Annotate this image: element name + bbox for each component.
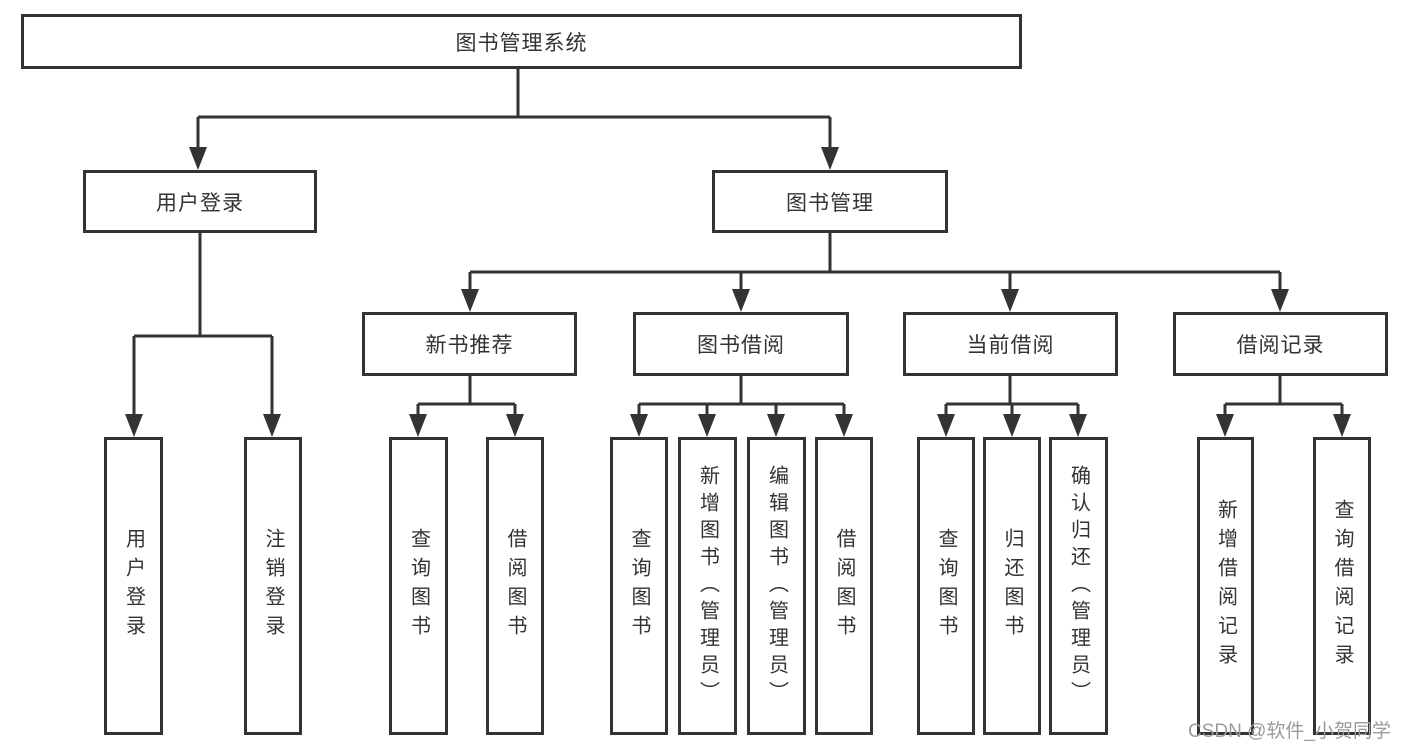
leaf-edit-books-admin: 编辑图书（管理员） [747,437,806,735]
node-label: 图书借阅 [697,334,785,357]
leaf-label: 借阅图书 [833,528,855,644]
leaf-label: 查询图书 [935,528,957,644]
node-label: 图书管理系统 [455,31,588,55]
node-label: 图书管理 [786,191,874,215]
node-label: 用户登录 [156,191,244,215]
leaf-label: 查询图书 [407,528,430,644]
node-current-borrow: 当前借阅 [903,312,1118,376]
leaf-label: 编辑图书（管理员） [765,464,788,708]
node-label: 新书推荐 [425,334,514,357]
leaf-borrow-books-recommend: 借阅图书 [486,437,544,735]
leaf-add-books-admin: 新增图书（管理员） [678,437,737,735]
leaf-confirm-return-admin: 确认归还（管理员） [1049,437,1108,735]
leaf-label: 注销登录 [262,528,284,644]
csdn-watermark: CSDN @软件_小贺同学 [1188,721,1391,742]
leaf-add-borrow-record: 新增借阅记录 [1197,437,1254,735]
leaf-label: 查询借阅记录 [1331,499,1353,673]
node-library-management-system: 图书管理系统 [21,14,1022,69]
node-borrow-records: 借阅记录 [1173,312,1388,376]
leaf-borrow-books: 借阅图书 [815,437,873,735]
node-label: 借阅记录 [1236,334,1325,357]
node-new-book-recommend: 新书推荐 [362,312,577,376]
leaf-query-books-recommend: 查询图书 [389,437,448,735]
leaf-label: 确认归还（管理员） [1067,464,1090,708]
leaf-query-borrow-record: 查询借阅记录 [1313,437,1371,735]
leaf-query-books-borrow: 查询图书 [610,437,668,735]
leaf-user-login: 用户登录 [104,437,163,735]
node-book-borrow: 图书借阅 [633,312,849,376]
leaf-label: 新增图书（管理员） [696,464,719,708]
leaf-label: 用户登录 [122,528,145,644]
node-book-management: 图书管理 [712,170,948,233]
leaf-label: 查询图书 [628,528,650,644]
leaf-label: 借阅图书 [504,528,526,644]
leaf-label: 归还图书 [1001,528,1023,644]
node-label: 当前借阅 [966,334,1055,357]
leaf-query-books-current: 查询图书 [917,437,975,735]
leaf-return-books: 归还图书 [983,437,1041,735]
leaf-logout-login: 注销登录 [244,437,302,735]
leaf-label: 新增借阅记录 [1214,499,1237,673]
node-user-login: 用户登录 [83,170,317,233]
